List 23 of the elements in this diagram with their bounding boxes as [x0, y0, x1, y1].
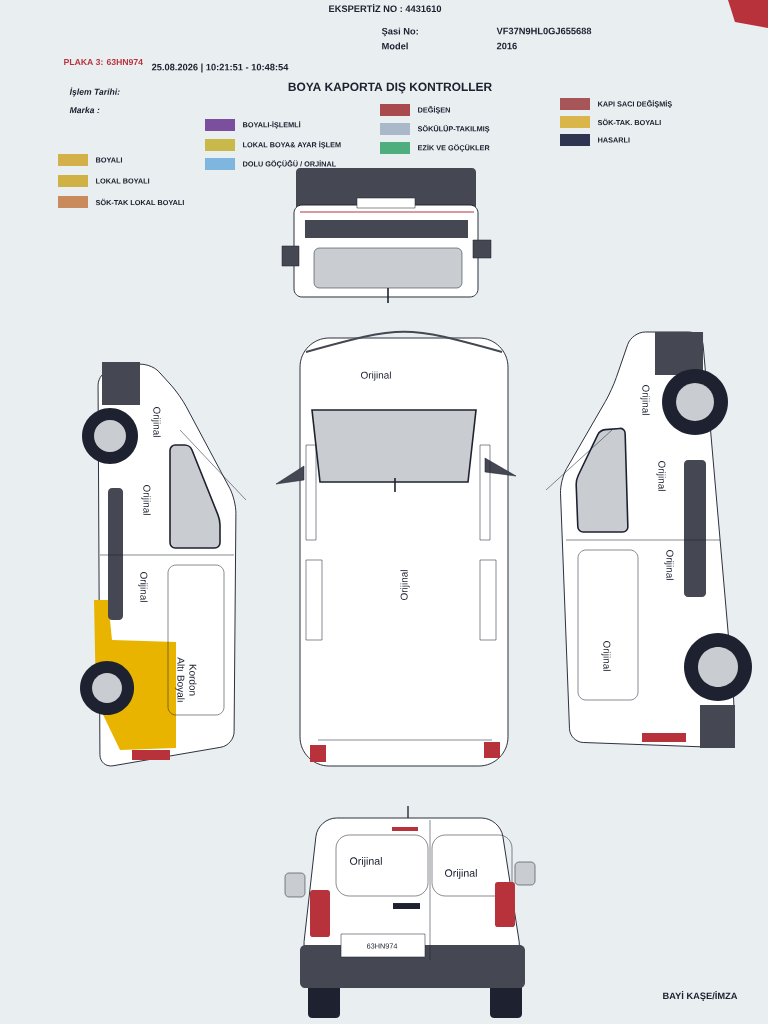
- panel-status-label: Orijinal: [640, 385, 650, 415]
- signature-label: BAYİ KAŞE/İMZA: [663, 991, 738, 1001]
- field-label: Model: [382, 42, 408, 50]
- field-value: 2016: [496, 42, 517, 50]
- panel-status-label: Orijinal: [138, 572, 148, 602]
- field-label: Marka :: [69, 106, 100, 114]
- panel-status-label: Orijinal: [601, 641, 611, 671]
- panel-status-label: Orijinal: [400, 570, 410, 600]
- panel-status-label: Orijinal: [350, 857, 382, 867]
- field-label: Şasi No:: [381, 27, 418, 37]
- panel-status-label: Kordon Altı Boyalı: [175, 657, 197, 702]
- panel-status-label: Orijinal: [656, 461, 666, 491]
- panel-status-label: Orijinal: [151, 407, 161, 437]
- panel-status-label: Orijinal: [361, 371, 391, 381]
- panel-status-label: Orijinal: [141, 485, 151, 515]
- field-value: VF37N9HL0GJ655688: [496, 27, 592, 35]
- panel-status-label: Orijinal: [445, 869, 477, 879]
- field-value: 25.08.2026 | 10:21:51 - 10:48:54: [151, 63, 289, 73]
- plate-field: PLAKA 3: 63HN974: [64, 58, 143, 66]
- title: BOYA KAPORTA DIŞ KONTROLLER: [288, 82, 492, 94]
- report-number: EKSPERTİZ NO : 4431610: [329, 4, 442, 13]
- panel-status-label: Orijinal: [664, 550, 674, 580]
- field-label: İşlem Tarihi:: [69, 87, 120, 97]
